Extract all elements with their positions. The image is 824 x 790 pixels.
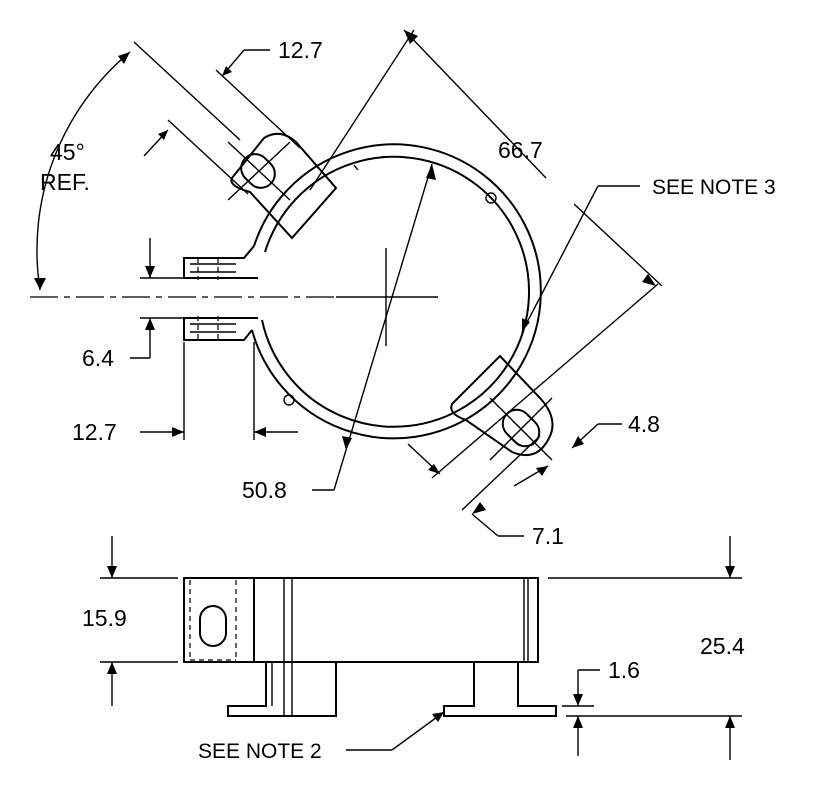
- dim-label-angle: 45°: [50, 139, 85, 165]
- clamp-ring-outer: [251, 143, 542, 440]
- dim-inner-diameter: 50.8: [242, 163, 436, 503]
- dim-label-15-9: 15.9: [82, 605, 127, 631]
- clamp-ring-inner: [261, 155, 531, 428]
- note-3-label: SEE NOTE 3: [652, 176, 776, 199]
- dim-label-25-4: 25.4: [700, 633, 745, 659]
- dim-tab-length: 7.1: [461, 435, 564, 549]
- dim-label-7-1: 7.1: [532, 523, 564, 549]
- dim-label-12-7-left: 12.7: [72, 419, 117, 445]
- dim-angle: 45° REF.: [34, 51, 131, 291]
- rivet-hole-lower: [283, 394, 295, 406]
- side-view: 15.9 25.4 1.6 SEE NOTE 2: [82, 536, 745, 763]
- dim-label-66-7: 66.7: [498, 137, 543, 163]
- dim-outer-span: 66.7: [309, 29, 547, 191]
- dim-label-6-4: 6.4: [82, 345, 114, 371]
- dim-label-4-8: 4.8: [628, 411, 660, 437]
- ring-mark: [353, 164, 359, 171]
- dim-label-angle-ref: REF.: [40, 169, 90, 195]
- dim-label-1-6: 1.6: [608, 657, 640, 683]
- dim-tab-width-left: 12.7: [72, 342, 298, 445]
- note-2-label: SEE NOTE 2: [198, 740, 322, 763]
- dim-tab-width-top: 12.7: [133, 37, 323, 195]
- rivet-hole-upper: [485, 192, 497, 204]
- note-3-leader: SEE NOTE 3: [407, 176, 776, 479]
- side-foot-left: [227, 662, 337, 717]
- left-closing-tabs: [183, 245, 258, 341]
- side-foot-right: [443, 662, 557, 717]
- dim-label-50-8: 50.8: [242, 477, 287, 503]
- note-2-leader: SEE NOTE 2: [198, 711, 445, 763]
- side-slot: [199, 605, 227, 647]
- dim-label-12-7-top: 12.7: [278, 37, 323, 63]
- mounting-slot-lower: [501, 408, 541, 448]
- dim-slot-width: 4.8: [513, 411, 660, 487]
- dim-thickness: 1.6: [562, 657, 640, 756]
- dim-height-total: 25.4: [548, 536, 745, 760]
- dim-gap: 6.4: [82, 238, 184, 371]
- mounting-tab-upper-left: [227, 132, 338, 240]
- top-view: 12.7 66.7 45° REF. 6.4: [30, 29, 776, 549]
- side-body: [183, 577, 539, 663]
- dim-height-lower: 15.9: [82, 536, 178, 706]
